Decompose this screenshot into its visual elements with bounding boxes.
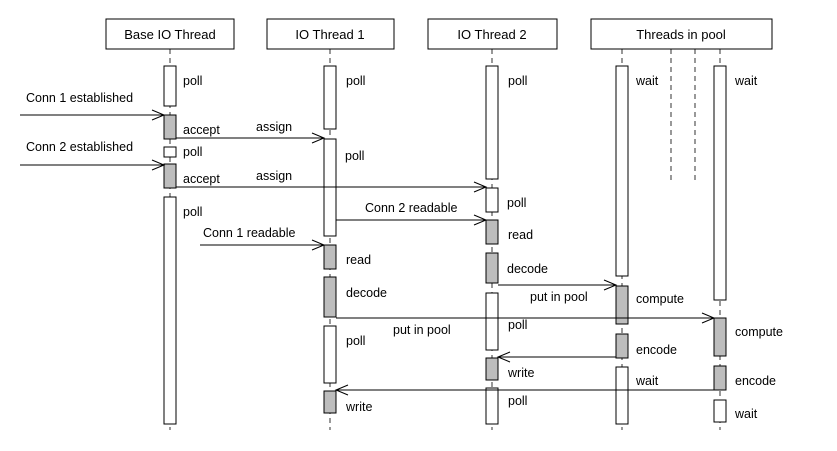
label-io1-poll-2: poll [345,149,364,163]
io2-decode-bar [485,252,499,284]
pool1-compute-bar [615,285,629,325]
header-pool: Threads in pool [590,18,773,50]
header-io1: IO Thread 1 [266,18,395,50]
base-accept-bar-2 [163,163,177,189]
label-io2-poll-3: poll [508,318,527,332]
label-base-poll-2: poll [183,145,202,159]
arrow-pool2-to-io1 [334,384,714,396]
label-io2-poll-2: poll [507,196,526,210]
label-base-accept-2: accept [183,172,220,186]
label-io2-read: read [508,228,533,242]
header-io2-label: IO Thread 2 [457,27,526,42]
io1-poll-bar-3 [323,325,337,384]
label-io1-decode: decode [346,286,387,300]
pool2-wait-bar-1 [713,65,727,301]
label-conn1-established: Conn 1 established [26,91,133,105]
io1-decode-bar [323,276,337,318]
label-conn2-readable: Conn 2 readable [365,201,457,215]
pool2-encode-bar [713,365,727,391]
label-base-accept-1: accept [183,123,220,137]
label-pool1-wait-1: wait [635,74,659,88]
base-poll-bar-1 [163,65,177,107]
label-io2-poll-1: poll [508,74,527,88]
base-poll-bar-2 [163,146,177,158]
io2-poll-bar-3 [485,292,499,351]
label-base-poll-3: poll [183,205,202,219]
header-base-io-label: Base IO Thread [124,27,216,42]
io2-poll-bar-4 [485,387,499,425]
base-accept-bar-1 [163,114,177,140]
io2-poll-bar-1 [485,65,499,180]
label-put-in-pool-1: put in pool [393,323,451,337]
pool1-wait-bar-2 [615,366,629,425]
label-pool2-wait-2: wait [734,407,758,421]
label-base-poll-1: poll [183,74,202,88]
label-conn2-established: Conn 2 established [26,140,133,154]
label-io2-poll-4: poll [508,394,527,408]
io1-read-bar [323,244,337,270]
arrow-assign-2 [176,181,488,193]
header-io1-label: IO Thread 1 [295,27,364,42]
arrow-put-in-pool-io1 [336,312,716,324]
arrow-conn1-readable [200,239,326,251]
label-conn1-readable: Conn 1 readable [203,226,295,240]
label-io1-write: write [345,400,372,414]
label-io2-write: write [507,366,534,380]
pool1-wait-bar-1 [615,65,629,277]
label-assign-1: assign [256,120,292,134]
io2-poll-bar-2 [485,187,499,213]
header-pool-label: Threads in pool [636,27,726,42]
pool1-encode-bar [615,333,629,359]
label-pool1-encode: encode [636,343,677,357]
arrow-conn2-readable [336,214,488,226]
io1-poll-bar-1 [323,65,337,130]
arrow-conn1-established [20,109,166,121]
base-poll-bar-3 [163,196,177,425]
arrow-conn2-established [20,159,166,171]
label-io1-read: read [346,253,371,267]
label-assign-2: assign [256,169,292,183]
io1-write-bar [323,390,337,414]
label-put-in-pool-2: put in pool [530,290,588,304]
header-base-io: Base IO Thread [105,18,235,50]
arrow-put-in-pool-io2 [498,279,618,291]
label-pool1-wait-2: wait [635,374,659,388]
label-io2-decode: decode [507,262,548,276]
label-pool2-wait-1: wait [734,74,758,88]
arrow-assign-1 [176,132,326,144]
pool2-wait-bar-2 [713,399,727,423]
io2-write-bar [485,357,499,381]
label-io1-poll-1: poll [346,74,365,88]
io2-read-bar [485,219,499,245]
label-pool1-compute: compute [636,292,684,306]
arrow-pool1-to-io2 [496,351,616,363]
pool2-compute-bar [713,317,727,357]
label-io1-poll-3: poll [346,334,365,348]
label-pool2-encode: encode [735,374,776,388]
header-io2: IO Thread 2 [427,18,558,50]
label-pool2-compute: compute [735,325,783,339]
